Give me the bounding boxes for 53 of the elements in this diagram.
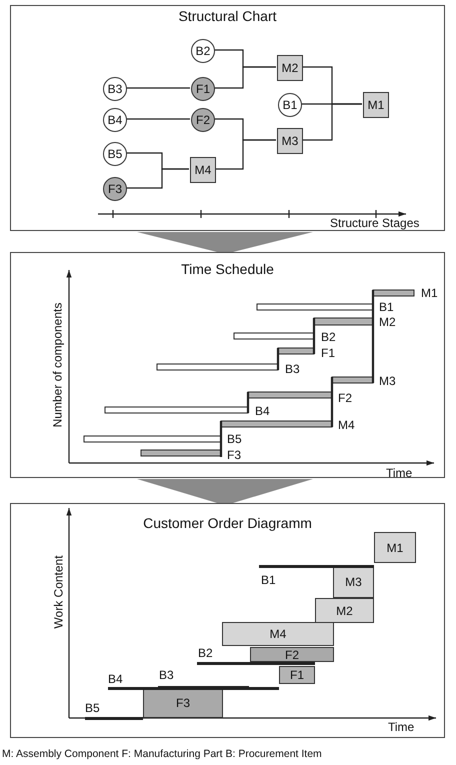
bar-label: F1 [321,347,336,359]
bar-label: B1 [379,301,394,313]
procurement-bar: B5 [85,702,143,720]
panel-title: Customer Order Diagramm [143,515,312,531]
work-content-block: M3 [333,566,374,598]
panel-frame [10,503,445,738]
work-content-block: F1 [279,666,315,684]
work-content-block: F2 [250,647,334,662]
component-circle: F1 [191,77,215,101]
component-circle: B3 [103,77,127,101]
axis-title: Time [386,467,412,479]
work-content-block: M2 [315,598,374,623]
work-content-block: M4 [222,622,334,646]
axis-title: Work Content [52,555,64,629]
chevron-arrow [137,232,313,252]
bar-label: B5 [227,433,242,445]
connector-line [126,87,190,89]
panel-title: Time Schedule [181,261,274,277]
bar-label: M3 [379,375,396,387]
connector-line [126,118,190,120]
procurement-bar: B3 [158,669,249,688]
component-circle: F2 [191,108,215,132]
work-content-block: F3 [143,687,223,718]
axis-title: Time [388,721,414,733]
panel-frame [10,252,445,478]
connector-line [302,103,362,141]
caption: M: Assembly Component F: Manufacturing Part B: Procurement Item [2,748,323,760]
assembly-square: M2 [277,55,303,81]
bar-label: M1 [421,287,438,299]
component-circle: B5 [103,142,127,166]
work-content-block: M1 [374,532,416,563]
connector-line [214,66,276,89]
bar-label: M4 [338,419,355,431]
bar-label: B4 [255,405,270,417]
axis-title: Number of components [50,302,63,428]
panel-frame [10,5,445,231]
connector-line [215,139,276,170]
panel-title: Structural Chart [178,8,277,24]
bar-label: B3 [285,363,300,375]
component-circle: B1 [278,93,302,117]
bar-label: F3 [227,449,242,461]
bar-label: M2 [379,316,396,328]
assembly-square: M3 [277,128,303,154]
assembly-square: M1 [363,92,389,118]
assembly-square: M4 [190,157,216,183]
bar-label: F2 [338,392,352,404]
bar-label: B2 [321,331,336,343]
component-circle: B2 [191,39,215,63]
axis-title: Structure Stages [330,217,420,229]
chevron-arrow [137,479,313,503]
connector-line [126,168,189,189]
component-circle: B4 [103,108,127,132]
component-circle: F3 [103,177,127,201]
